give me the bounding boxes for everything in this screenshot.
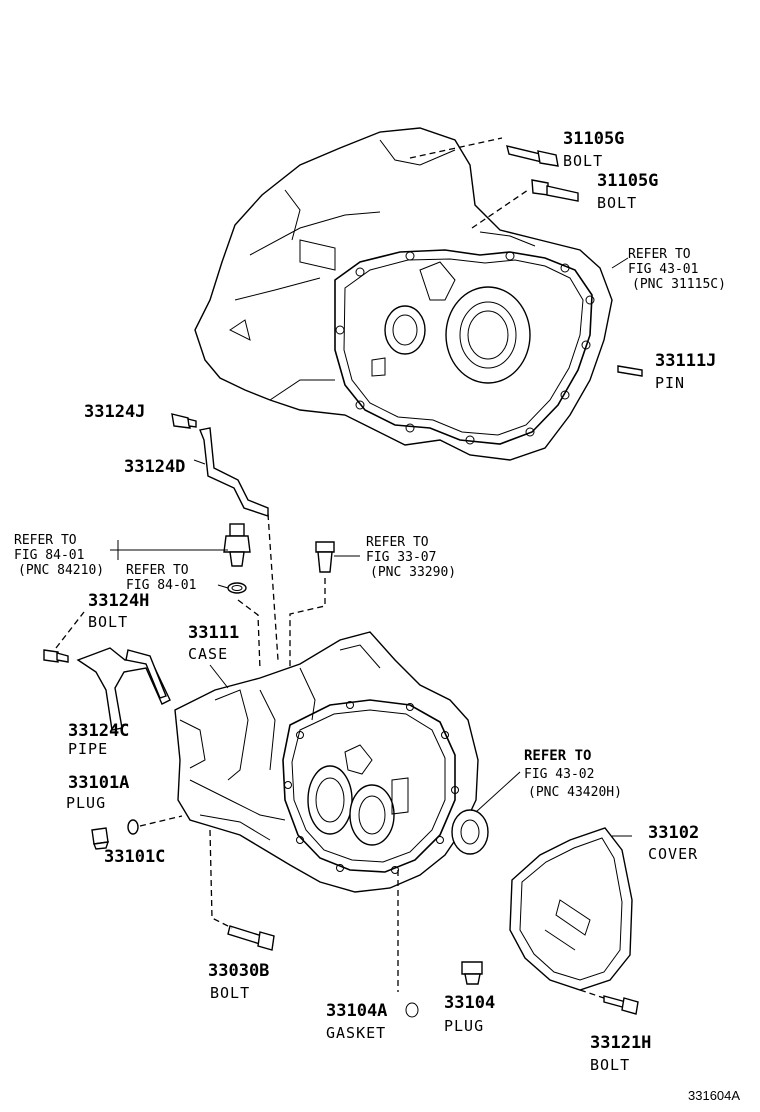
leader-r8401a (110, 540, 228, 560)
part-number-31105g-lower: 31105G (597, 171, 658, 191)
part-number-33111j: 33111J (655, 351, 716, 371)
part-number-33030b: 33030B (208, 961, 269, 981)
ref-4302-line2: FIG 43-02 (524, 767, 594, 782)
ref-3307-line3: (PNC 33290) (370, 565, 456, 580)
bracket-33124d-drawing (199, 427, 269, 517)
part-name-33104a: GASKET (326, 1024, 386, 1042)
bolt-31105g-upper-drawing (506, 145, 559, 167)
o-ring-33101c-drawing (127, 819, 139, 835)
bolt-33124h-drawing (43, 649, 69, 663)
washer-drawing (227, 582, 247, 594)
ref-4301-line1: REFER TO (628, 247, 691, 262)
part-number-33124d: 33124D (124, 457, 185, 477)
ref-3307-line1: REFER TO (366, 535, 429, 550)
part-name-31105g-upper: BOLT (563, 152, 603, 170)
bolt-33030b-drawing (227, 925, 275, 951)
part-name-33124c: PIPE (68, 740, 108, 758)
part-number-33124h: 33124H (88, 591, 149, 611)
part-number-31105g-upper: 31105G (563, 129, 624, 149)
part-number-33104: 33104 (444, 993, 495, 1013)
leader-33101c (139, 815, 183, 827)
leader-plug-case (289, 578, 326, 668)
part-number-33102: 33102 (648, 823, 699, 843)
fitting-33124j-drawing (171, 413, 197, 429)
ref-3307-line2: FIG 33-07 (366, 550, 436, 565)
part-name-33101a: PLUG (66, 794, 106, 812)
transaxle-housing-drawing (194, 127, 613, 461)
plug-33101a-drawing (91, 827, 110, 850)
ref-4302-line1: REFER TO (524, 748, 591, 764)
part-name-33111: CASE (188, 645, 228, 663)
o-ring-symbol-icon (405, 1002, 419, 1018)
part-number-33101a: 33101A (68, 773, 129, 793)
part-name-33121h: BOLT (590, 1056, 630, 1074)
leader-bracket-case (267, 513, 279, 661)
leader-r4302 (475, 771, 521, 813)
part-number-33111: 33111 (188, 623, 239, 643)
leader-r4301 (611, 257, 629, 269)
part-name-33030b: BOLT (210, 984, 250, 1002)
plug-33104-drawing (461, 961, 483, 985)
ref-4301-line2: FIG 43-01 (628, 262, 698, 277)
part-number-33121h: 33121H (590, 1033, 651, 1053)
leader-31105g-upper (409, 137, 503, 159)
part-number-33101c: 33101C (104, 847, 165, 867)
part-name-33104: PLUG (444, 1017, 484, 1035)
switch-drawing (223, 523, 251, 567)
pin-33111j-drawing (617, 365, 643, 377)
leader-33124h (55, 611, 85, 649)
figure-id: 331604A (688, 1088, 740, 1103)
ref-8401a-line2: FIG 84-01 (14, 548, 84, 563)
part-name-31105g-lower: BOLT (597, 194, 637, 212)
leader-33121h (579, 989, 605, 999)
leader-33124d (193, 459, 206, 465)
leader-33030b (209, 829, 233, 929)
bolt-33121h-drawing (603, 995, 639, 1015)
leader-r8401b (217, 584, 229, 589)
leader-switch-case (237, 599, 261, 671)
part-name-33124h: BOLT (88, 613, 128, 631)
cover-33102-drawing (509, 827, 633, 991)
bolt-31105g-lower-drawing (531, 179, 579, 202)
part-number-33124j: 33124J (84, 402, 145, 422)
plug-3307-drawing (315, 541, 335, 573)
ref-8401b-line2: FIG 84-01 (126, 578, 196, 593)
part-number-33104a: 33104A (326, 1001, 387, 1021)
ref-4301-line3: (PNC 31115C) (632, 277, 726, 292)
leader-33111 (209, 664, 229, 689)
ref-4302-line3: (PNC 43420H) (528, 785, 622, 800)
part-name-33102: COVER (648, 845, 698, 863)
ref-8401a-line3: (PNC 84210) (18, 563, 104, 578)
transaxle-case-drawing (174, 631, 489, 893)
ref-8401a-line1: REFER TO (14, 533, 77, 548)
part-number-33124c: 33124C (68, 721, 129, 741)
leader-31105g-lower (471, 189, 529, 229)
ref-8401b-line1: REFER TO (126, 563, 189, 578)
part-name-33111j: PIN (655, 374, 685, 392)
